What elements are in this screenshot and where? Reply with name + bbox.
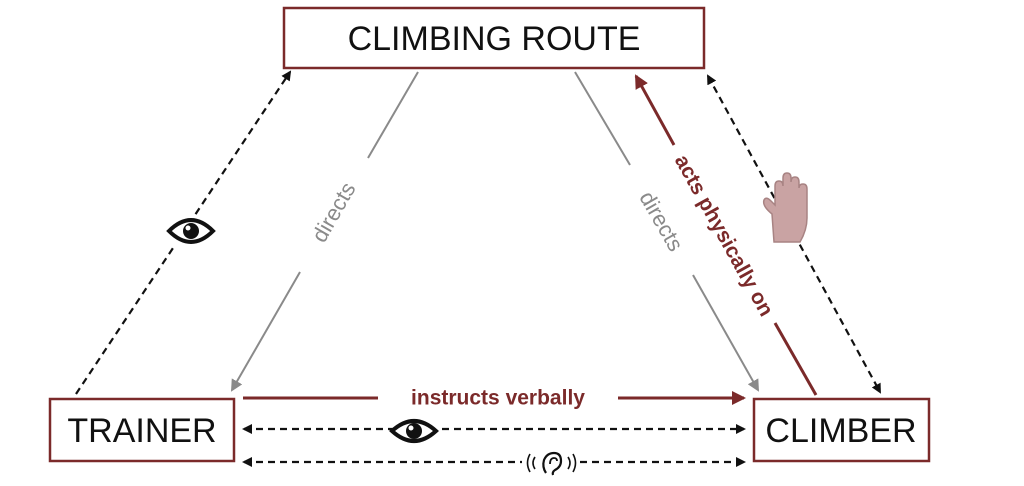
edge-label-directs-left: directs [307,178,361,247]
edge-label-directs-right: directs [634,187,688,256]
hand-icon [762,172,808,243]
node-climber: CLIMBER [752,397,931,463]
node-label-trainer: TRAINER [67,412,216,450]
edge-directs-left: directs [231,71,419,392]
node-label-route: CLIMBING ROUTE [348,20,641,58]
node-trainer: TRAINER [48,397,236,463]
edge-instructs-verbally: instructs verbally [243,387,746,410]
node-climbing-route: CLIMBING ROUTE [282,6,706,70]
eye-icon [389,419,439,443]
node-label-climber: CLIMBER [765,412,916,450]
eye-icon [165,215,217,247]
edge-label-instructs-verbally: instructs verbally [411,387,585,410]
ear-icon [526,451,577,476]
